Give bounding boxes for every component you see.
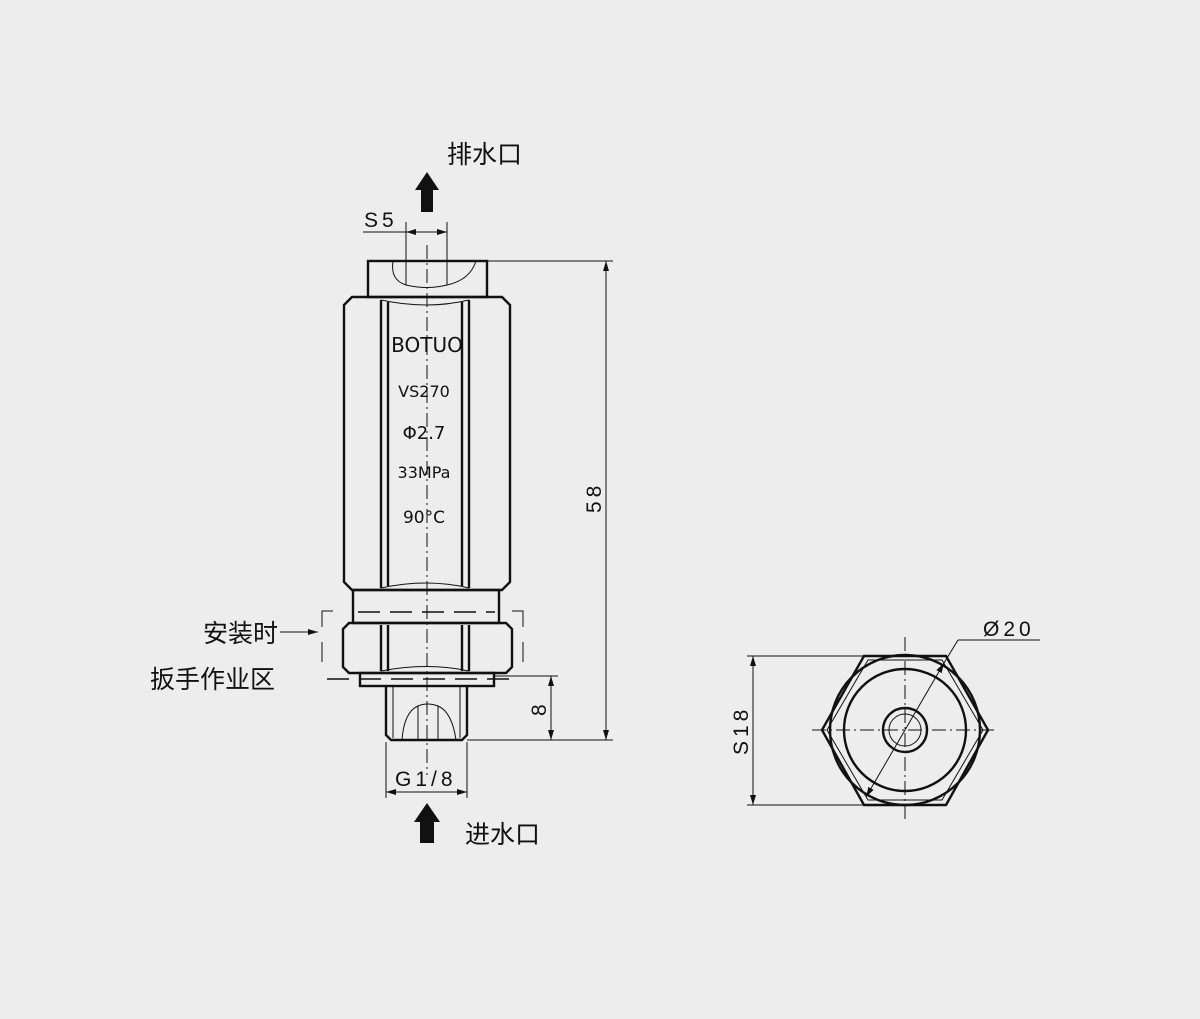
dim-s5: S5: [363, 209, 448, 262]
outlet-arrow-icon: [415, 172, 439, 212]
inlet-arrow-icon: [414, 803, 440, 843]
dim-g18: G1/8: [385, 742, 468, 798]
svg-text:8: 8: [528, 700, 551, 716]
body-band: [351, 588, 501, 625]
dim-diameter-20: Ø20: [865, 618, 1040, 798]
end-view: [812, 637, 998, 823]
wrench-zone-label-1: 安装时: [203, 619, 278, 648]
svg-text:S18: S18: [730, 706, 753, 755]
marking-pressure: 33MPa: [398, 463, 451, 482]
dim-58: 58: [467, 260, 613, 741]
dim-8: 8: [494, 675, 558, 740]
marking-model: VS270: [398, 382, 450, 401]
wrench-zone-label-2: 扳手作业区: [150, 665, 275, 694]
svg-text:G1/8: G1/8: [395, 768, 457, 791]
svg-text:Ø20: Ø20: [983, 618, 1035, 641]
dim-s18: S18: [730, 655, 864, 806]
inlet-hex-nut: [341, 621, 514, 675]
marking-orifice: Φ2.7: [403, 423, 446, 444]
wrench-zone-outline: [280, 610, 524, 680]
hex-body: [342, 295, 512, 592]
inlet-label: 进水口: [465, 820, 540, 849]
svg-text:58: 58: [583, 482, 606, 513]
inlet-stem: [384, 686, 469, 742]
svg-text:S5: S5: [364, 209, 398, 232]
outlet-label: 排水口: [447, 140, 522, 169]
marking-temperature: 90°C: [403, 508, 445, 528]
